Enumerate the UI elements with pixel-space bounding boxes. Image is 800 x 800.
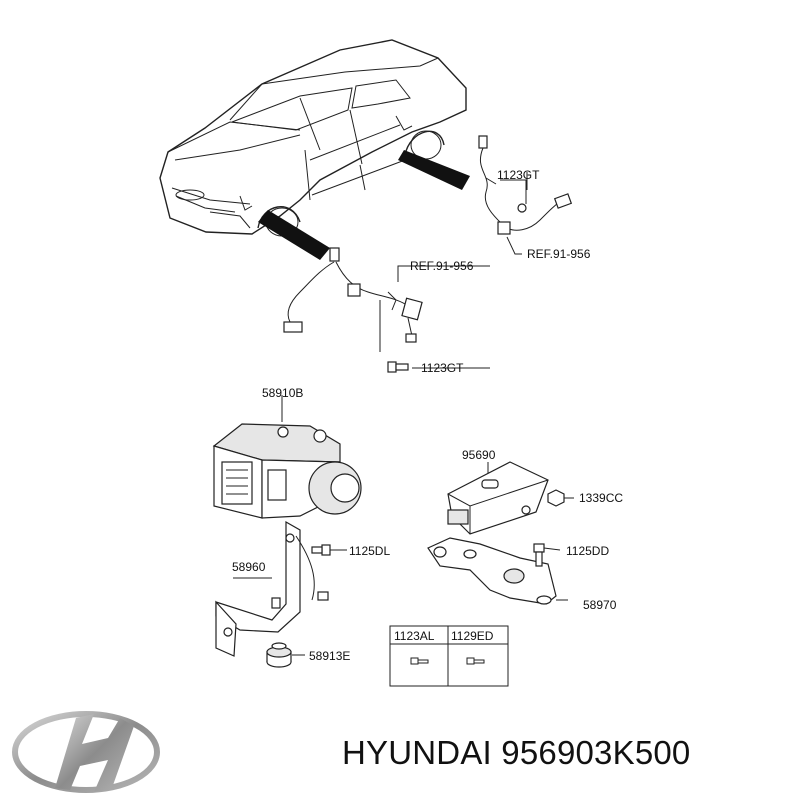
label-58960: 58960 — [232, 560, 266, 574]
fastener-table: 1123AL 1129ED — [389, 625, 509, 687]
label-ref-right: REF.91-956 — [527, 247, 591, 261]
table-header-1129ed: 1129ED — [451, 629, 494, 643]
front-wheel-sensor-harness — [283, 247, 490, 373]
hyundai-logo — [12, 711, 160, 793]
brand-name: HYUNDAI — [342, 734, 492, 771]
label-58910b: 58910B — [262, 386, 303, 400]
hecu-bracket — [215, 520, 345, 657]
sensor-bracket — [427, 537, 568, 605]
label-1339cc: 1339CC — [579, 491, 623, 505]
brand-part-number: HYUNDAI 956903K500 — [342, 734, 691, 772]
label-1125dd: 1125DD — [566, 544, 609, 558]
part-number: 956903K500 — [501, 734, 691, 771]
hecu-unit — [212, 395, 362, 519]
label-ref-left: REF.91-956 — [410, 259, 474, 273]
bushing — [266, 642, 305, 668]
label-1125dl: 1125DL — [349, 544, 390, 558]
bolt-icon — [466, 657, 485, 665]
label-58913e: 58913E — [309, 649, 350, 663]
yaw-rate-sensor — [447, 461, 574, 535]
label-58970: 58970 — [583, 598, 617, 612]
label-1123gt-right: 1123GT — [497, 168, 540, 182]
label-1123gt-left: 1123GT — [421, 361, 464, 375]
table-header-1123al: 1123AL — [394, 629, 435, 643]
car-illustration — [159, 39, 470, 260]
label-95690: 95690 — [462, 448, 496, 462]
bolt-icon — [410, 657, 429, 665]
rear-wheel-sensor-harness — [478, 135, 573, 255]
